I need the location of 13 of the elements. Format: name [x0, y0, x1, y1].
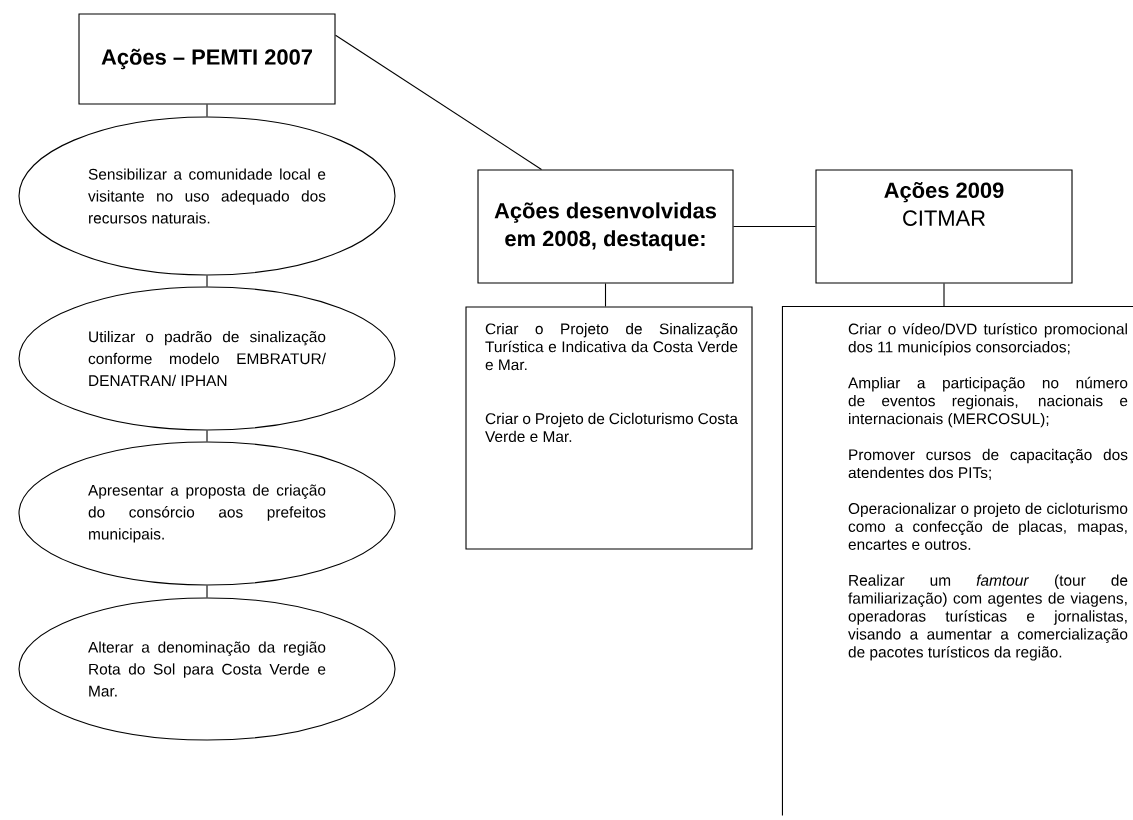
connector-line — [206, 430, 208, 442]
connector-line — [733, 225, 816, 228]
connector-line — [943, 283, 945, 307]
connector-line — [206, 104, 208, 117]
connector-line — [206, 275, 208, 287]
title-box: Ações – PEMTI 2007 — [78, 13, 336, 105]
title-box: Ações desenvolvidas em 2008, destaque: — [477, 169, 734, 284]
title-box: Ações 2009 CITMAR — [815, 169, 1073, 284]
action-box: Criar o Projeto de Sinalização Turística e Indicativa da Costa Verde e Mar. Criar o Projeto de Cicloturismo Costa Verde e Mar. — [465, 306, 753, 550]
connector-line — [335, 34, 543, 170]
action-box: Criar o vídeo/DVD turístico promocional dos 11 municípios consorciados; Ampliar a participação no número de eventos regionais, nacionais e internacionais (MERCOSUL); Promover cursos de capacitação dos atendentes dos PITs; Operacionalizar o projeto de cicloturismo como a confecção de placas, mapas, encartes e outros. Realizar um famtour (tour de familiarização) com agentes de viagens, operadoras turísticas e jornalistas, visando a aumentar a comercialização de pacotes turísticos da região. — [781, 305, 1133, 817]
connector-line — [206, 585, 208, 598]
connector-line — [604, 283, 607, 307]
